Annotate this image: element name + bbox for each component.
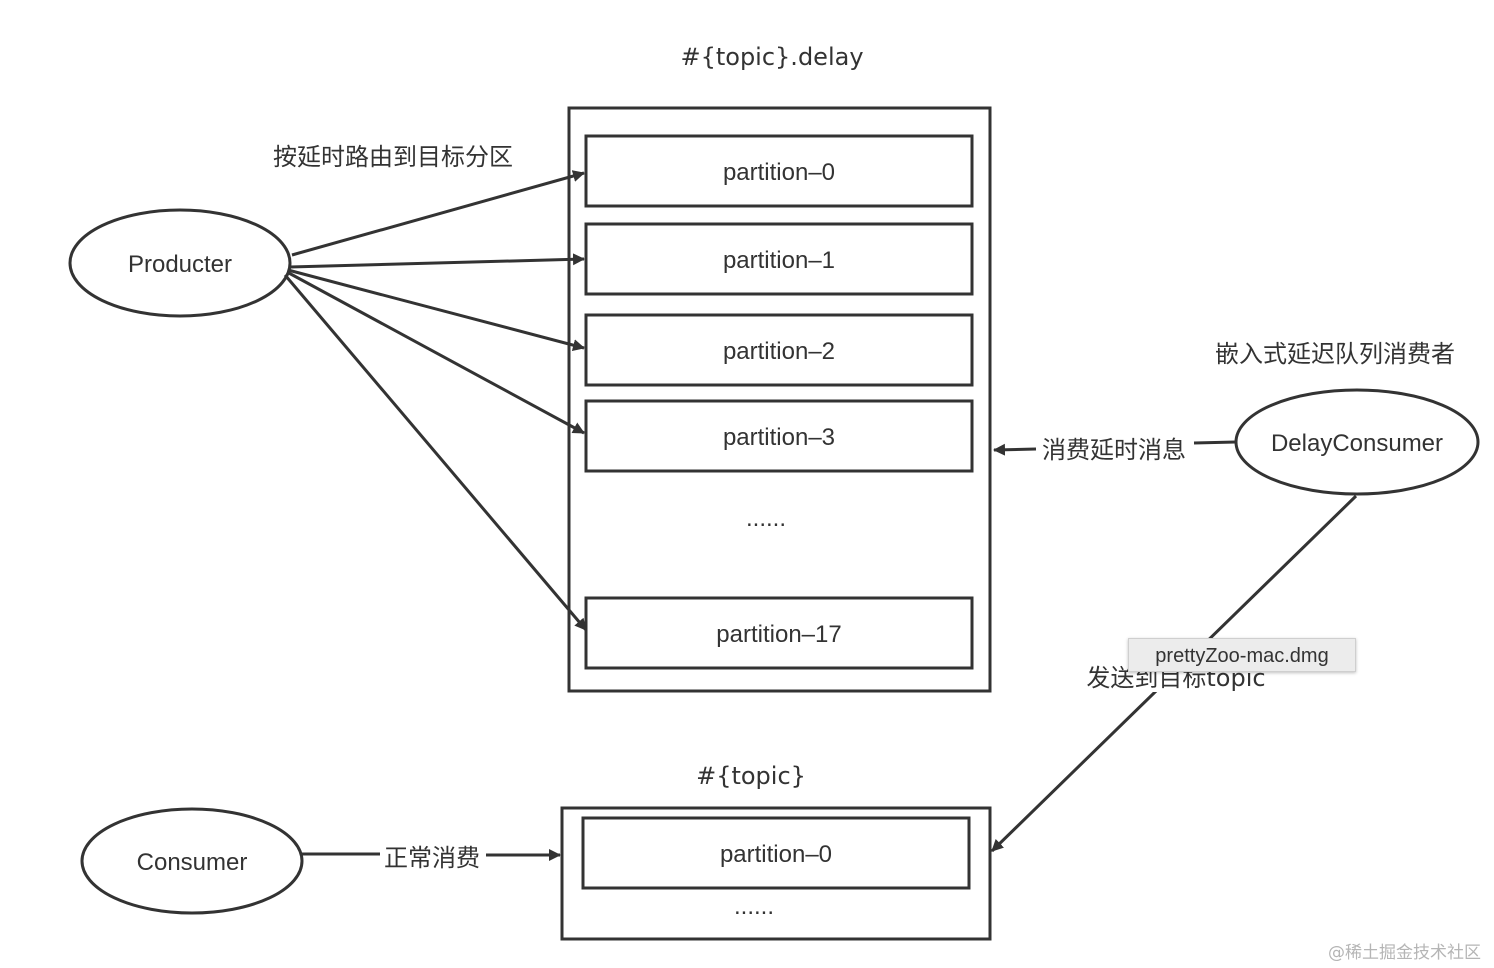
arrow-to-partition-17 [283,274,588,631]
producer-label: Producter [128,251,232,278]
target-partition-0-label: partition–0 [720,841,832,868]
producer-arrows [283,170,588,631]
delay-partition-2-label: partition–2 [723,338,835,365]
delay-consumer-node: DelayConsumer [1234,388,1480,496]
consume-delay-label: 消费延时消息 [1042,436,1186,464]
delay-topic-title: #{topic}.delay [680,43,863,71]
file-tooltip: prettyZoo-mac.dmg [1128,638,1356,672]
target-topic-box [560,806,992,941]
delay-partition-0: partition–0 [584,134,974,208]
delay-partition-1: partition–1 [584,222,974,296]
delay-topic-box [567,106,992,693]
delay-partition-ellipsis: ...... [746,505,786,532]
arrow-to-partition-1 [289,253,585,269]
consume-delay-arrow [993,443,1037,456]
consume-delay-line [1193,440,1237,445]
arrow-to-partition-3 [286,270,585,435]
consumer-label: Consumer [137,849,248,876]
delay-partition-17: partition–17 [584,596,974,670]
delay-partition-0-label: partition–0 [723,159,835,186]
watermark: @稀土掘金技术社区 [1328,943,1481,963]
delay-partition-2: partition–2 [584,313,974,387]
arrow-to-partition-2 [287,268,585,351]
delay-consumer-caption: 嵌入式延迟队列消费者 [1215,340,1455,368]
consumer-node: Consumer [80,807,304,915]
delay-partition-3: partition–3 [584,399,974,473]
route-label: 按延时路由到目标分区 [273,143,513,171]
target-partition-0: partition–0 [581,816,971,890]
delay-partition-1-label: partition–1 [723,247,835,274]
producer-node: Producter [68,208,292,318]
target-topic-title: #{topic} [696,762,806,790]
delay-consumer-label: DelayConsumer [1271,430,1443,457]
normal-consume-label: 正常消费 [384,844,480,872]
arrow-to-partition-0 [291,170,585,257]
delay-partition-3-label: partition–3 [723,424,835,451]
target-partition-ellipsis: ...... [734,893,774,920]
delay-partition-17-label: partition–17 [716,621,841,648]
